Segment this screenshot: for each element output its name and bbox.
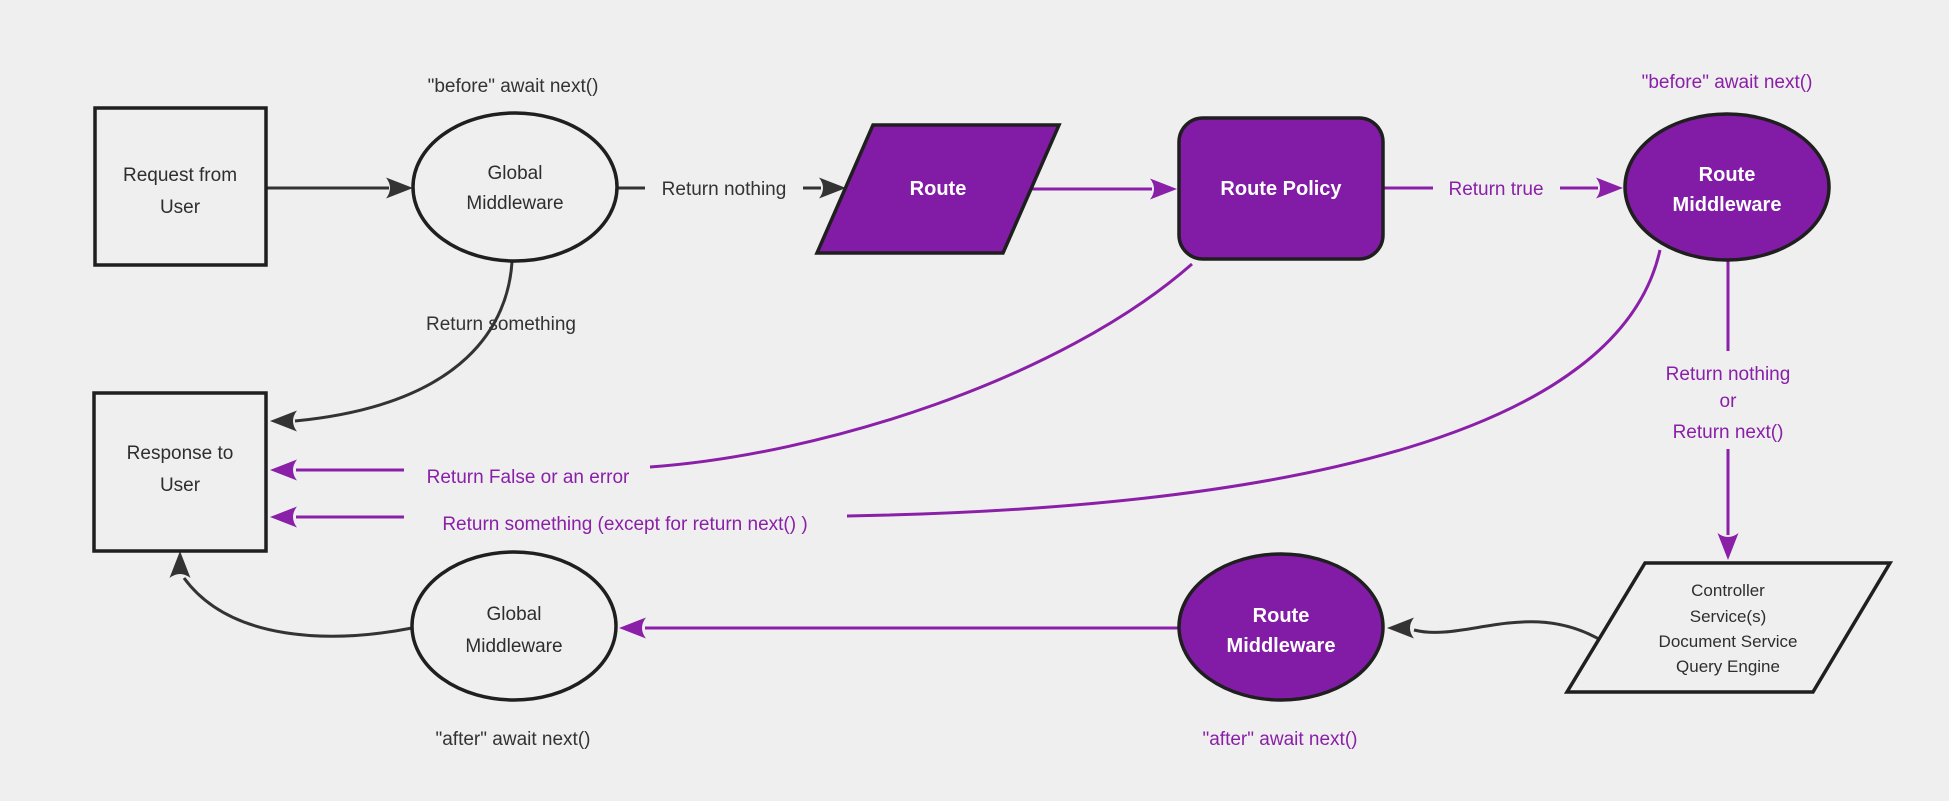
- node-route-mw-top-line1: Route: [1699, 164, 1756, 186]
- node-services-line1: Controller: [1691, 581, 1765, 600]
- arrowhead-left-icon: [1387, 617, 1414, 639]
- node-global-mw-top-line1: Global: [488, 163, 543, 184]
- label-before-await-route: "before" await next(): [1642, 72, 1813, 93]
- node-response-line2: User: [160, 475, 201, 496]
- node-services-line2: Service(s): [1690, 607, 1767, 626]
- node-request-line1: Request from: [123, 165, 237, 186]
- node-request-from-user: [93, 106, 268, 267]
- node-route: [814, 123, 1062, 255]
- arrowhead-right-icon: [1596, 177, 1623, 199]
- edge-global-mw-return-something: [294, 261, 514, 423]
- label-return-nothing: Return nothing: [662, 179, 787, 200]
- node-route-middleware-top: [1623, 112, 1831, 262]
- label-return-nothing-or-line1: Return nothing: [1666, 364, 1791, 385]
- arrowhead-up-icon: [169, 551, 191, 578]
- arrowhead-left-icon: [619, 617, 646, 639]
- arrowhead-left-icon: [270, 506, 297, 528]
- node-global-mw-top-line2: Middleware: [466, 193, 563, 214]
- node-route-mw-bottom-line2: Middleware: [1227, 635, 1336, 657]
- label-return-true: Return true: [1448, 179, 1543, 200]
- edge-services-to-route-mw-bottom: [1413, 620, 1605, 644]
- node-global-mw-bottom-line2: Middleware: [465, 636, 562, 657]
- node-response-line1: Response to: [127, 443, 234, 464]
- arrowhead-down-icon: [1717, 533, 1739, 560]
- node-route-mw-bottom-line1: Route: [1253, 605, 1310, 627]
- label-after-await-route: "after" await next(): [1203, 729, 1358, 750]
- node-services-line4: Query Engine: [1676, 657, 1780, 676]
- label-return-false-or-error: Return False or an error: [427, 467, 630, 488]
- node-global-mw-bottom-line1: Global: [487, 604, 542, 625]
- label-return-nothing-or-line3: Return next(): [1673, 422, 1784, 443]
- arrowhead-right-icon: [1150, 178, 1177, 200]
- edge-return-something-except-curve: [846, 249, 1662, 518]
- label-after-await-global: "after" await next(): [436, 729, 591, 750]
- edge-global-mw-bottom-to-response: [182, 577, 413, 638]
- label-return-nothing-or-line2: or: [1720, 391, 1738, 412]
- node-services-line3: Document Service: [1659, 632, 1798, 651]
- arrowhead-left-icon: [270, 410, 297, 432]
- label-before-await-global: "before" await next(): [428, 76, 599, 97]
- arrowhead-right-icon: [819, 177, 846, 199]
- node-response-to-user: [92, 391, 268, 553]
- node-controller-services: [1563, 561, 1894, 694]
- node-route-mw-top-line2: Middleware: [1673, 194, 1782, 216]
- node-route-policy: [1177, 116, 1385, 261]
- node-global-middleware-top: [411, 111, 619, 263]
- node-route-policy-label: Route Policy: [1220, 178, 1342, 200]
- arrowhead-left-icon: [270, 459, 297, 481]
- node-route-label: Route: [910, 178, 967, 200]
- arrowhead-right-icon: [386, 177, 413, 199]
- edge-return-false-curve: [649, 262, 1193, 469]
- label-return-something: Return something: [426, 314, 576, 335]
- node-global-middleware-bottom: [410, 550, 618, 702]
- label-return-something-except: Return something (except for return next…: [442, 514, 807, 535]
- node-request-line2: User: [160, 197, 201, 218]
- node-route-middleware-bottom: [1177, 552, 1385, 702]
